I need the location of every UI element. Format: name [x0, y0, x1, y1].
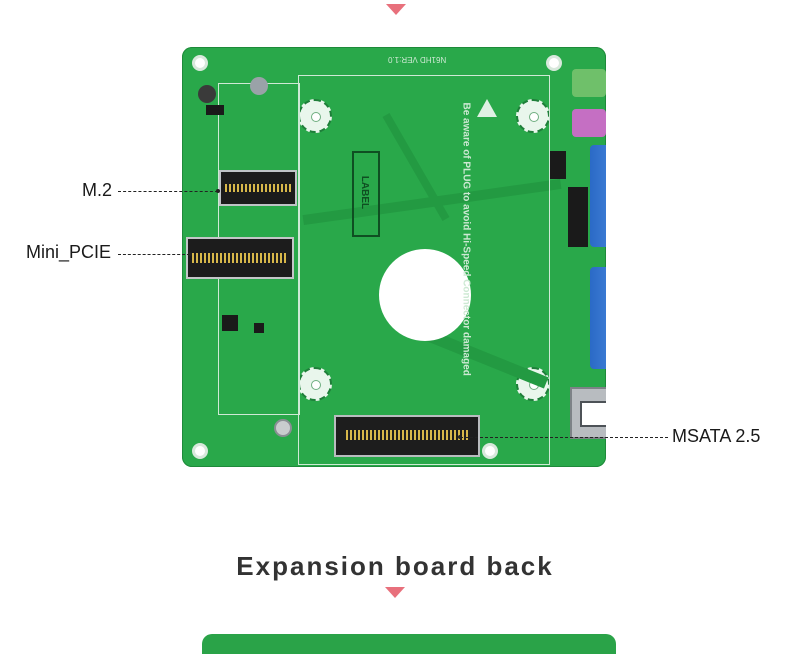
com-port: [590, 145, 606, 247]
chip: [550, 151, 566, 179]
next-board-image: [202, 634, 616, 654]
callout-m2-dot: [216, 189, 220, 193]
com-port: [590, 267, 606, 369]
expansion-board-image: N61HD VER:1.0 Be aware of PLUG to avoid …: [182, 47, 606, 467]
mini-pcie-slot: [186, 237, 294, 279]
chip: [222, 315, 238, 331]
section-marker: [385, 587, 405, 598]
callout-m2-leader: [118, 191, 218, 192]
mount-hole: [482, 443, 498, 459]
mount-hole: [546, 55, 562, 71]
section-title: Expansion board back: [236, 551, 554, 581]
board-label-text: LABEL: [359, 175, 371, 210]
callout-mini-pcie-leader: [118, 254, 190, 255]
capacitor: [250, 77, 268, 95]
mount-hole: [192, 55, 208, 71]
chip: [254, 323, 264, 333]
audio-jack-pink: [572, 109, 606, 137]
center-cutout: [379, 249, 471, 341]
callout-msata-leader: [460, 437, 668, 438]
board-warning-text: Be aware of PLUG to avoid Hi-Speed Conne…: [460, 102, 472, 376]
audio-jack-green: [572, 69, 606, 97]
usb-port: [570, 387, 606, 439]
callout-mini-pcie: Mini_PCIE: [26, 242, 112, 262]
m2-slot: [219, 170, 297, 206]
chip: [568, 187, 588, 247]
msata-connector: [334, 415, 480, 457]
callout-msata: MSATA 2.5: [672, 426, 761, 446]
standoff-pad: [298, 367, 332, 401]
mount-hole: [192, 443, 208, 459]
screw: [274, 419, 292, 437]
callout-m2: M.2: [82, 180, 113, 200]
chip: [206, 105, 224, 115]
board-model-text: N61HD VER:1.0: [388, 55, 447, 64]
callout-msata-dot: [458, 435, 462, 439]
standoff-pad: [298, 99, 332, 133]
label-box: [352, 151, 380, 237]
hdd-outline: [298, 75, 550, 465]
warning-icon: [477, 99, 497, 117]
section-marker-top: [386, 4, 406, 15]
callout-mini-pcie-dot: [188, 252, 192, 256]
capacitor: [198, 85, 216, 103]
